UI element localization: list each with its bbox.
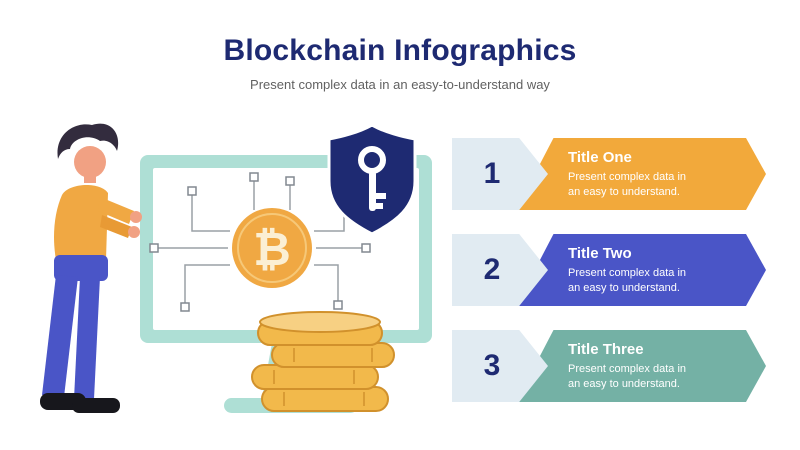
person-arm-lower: [100, 215, 132, 238]
item-description: Present complex data in an easy to under…: [568, 170, 687, 198]
circuit-lines: [149, 172, 371, 312]
item-banner: Title Three Present complex data in an e…: [516, 330, 766, 402]
person-shoe-right: [72, 398, 120, 413]
infographic-item-3: 3 Title Three Present complex data in an…: [452, 330, 772, 402]
coins-stack-icon: [251, 311, 395, 412]
bitcoin-coin-icon: ₿: [232, 208, 312, 288]
person-arm-upper: [98, 197, 134, 224]
person-leg-left: [42, 275, 78, 397]
item-banner: Title One Present complex data in an eas…: [516, 138, 766, 210]
key-icon: [358, 146, 386, 211]
person-torso: [54, 184, 108, 260]
person-hair: [57, 123, 119, 159]
page-subtitle: Present complex data in an easy-to-under…: [250, 77, 550, 92]
item-title: Title Two: [568, 244, 632, 262]
blockchain-illustration: ₿: [0, 115, 445, 430]
item-description: Present complex data in an easy to under…: [568, 362, 687, 390]
bitcoin-symbol: ₿: [253, 222, 291, 276]
shield-key-icon: [327, 123, 417, 236]
header: Blockchain Infographics Present complex …: [0, 34, 800, 92]
person-leg-right: [74, 277, 100, 399]
item-title: Title One: [568, 148, 632, 166]
item-number: 3: [483, 349, 501, 382]
person-illustration: [40, 123, 142, 413]
infographic-item-1: 1 Title One Present complex data in an e…: [452, 138, 772, 210]
illustration-svg: ₿: [40, 123, 432, 413]
items-list: 1 Title One Present complex data in an e…: [452, 138, 772, 426]
item-number: 1: [483, 157, 501, 190]
item-description: Present complex data in an easy to under…: [568, 266, 687, 294]
person-head: [74, 146, 106, 178]
item-title: Title Three: [568, 340, 644, 358]
page-title: Blockchain Infographics: [223, 34, 577, 67]
infographic-item-2: 2 Title Two Present complex data in an e…: [452, 234, 772, 306]
item-number: 2: [483, 253, 501, 286]
item-banner: Title Two Present complex data in an eas…: [516, 234, 766, 306]
